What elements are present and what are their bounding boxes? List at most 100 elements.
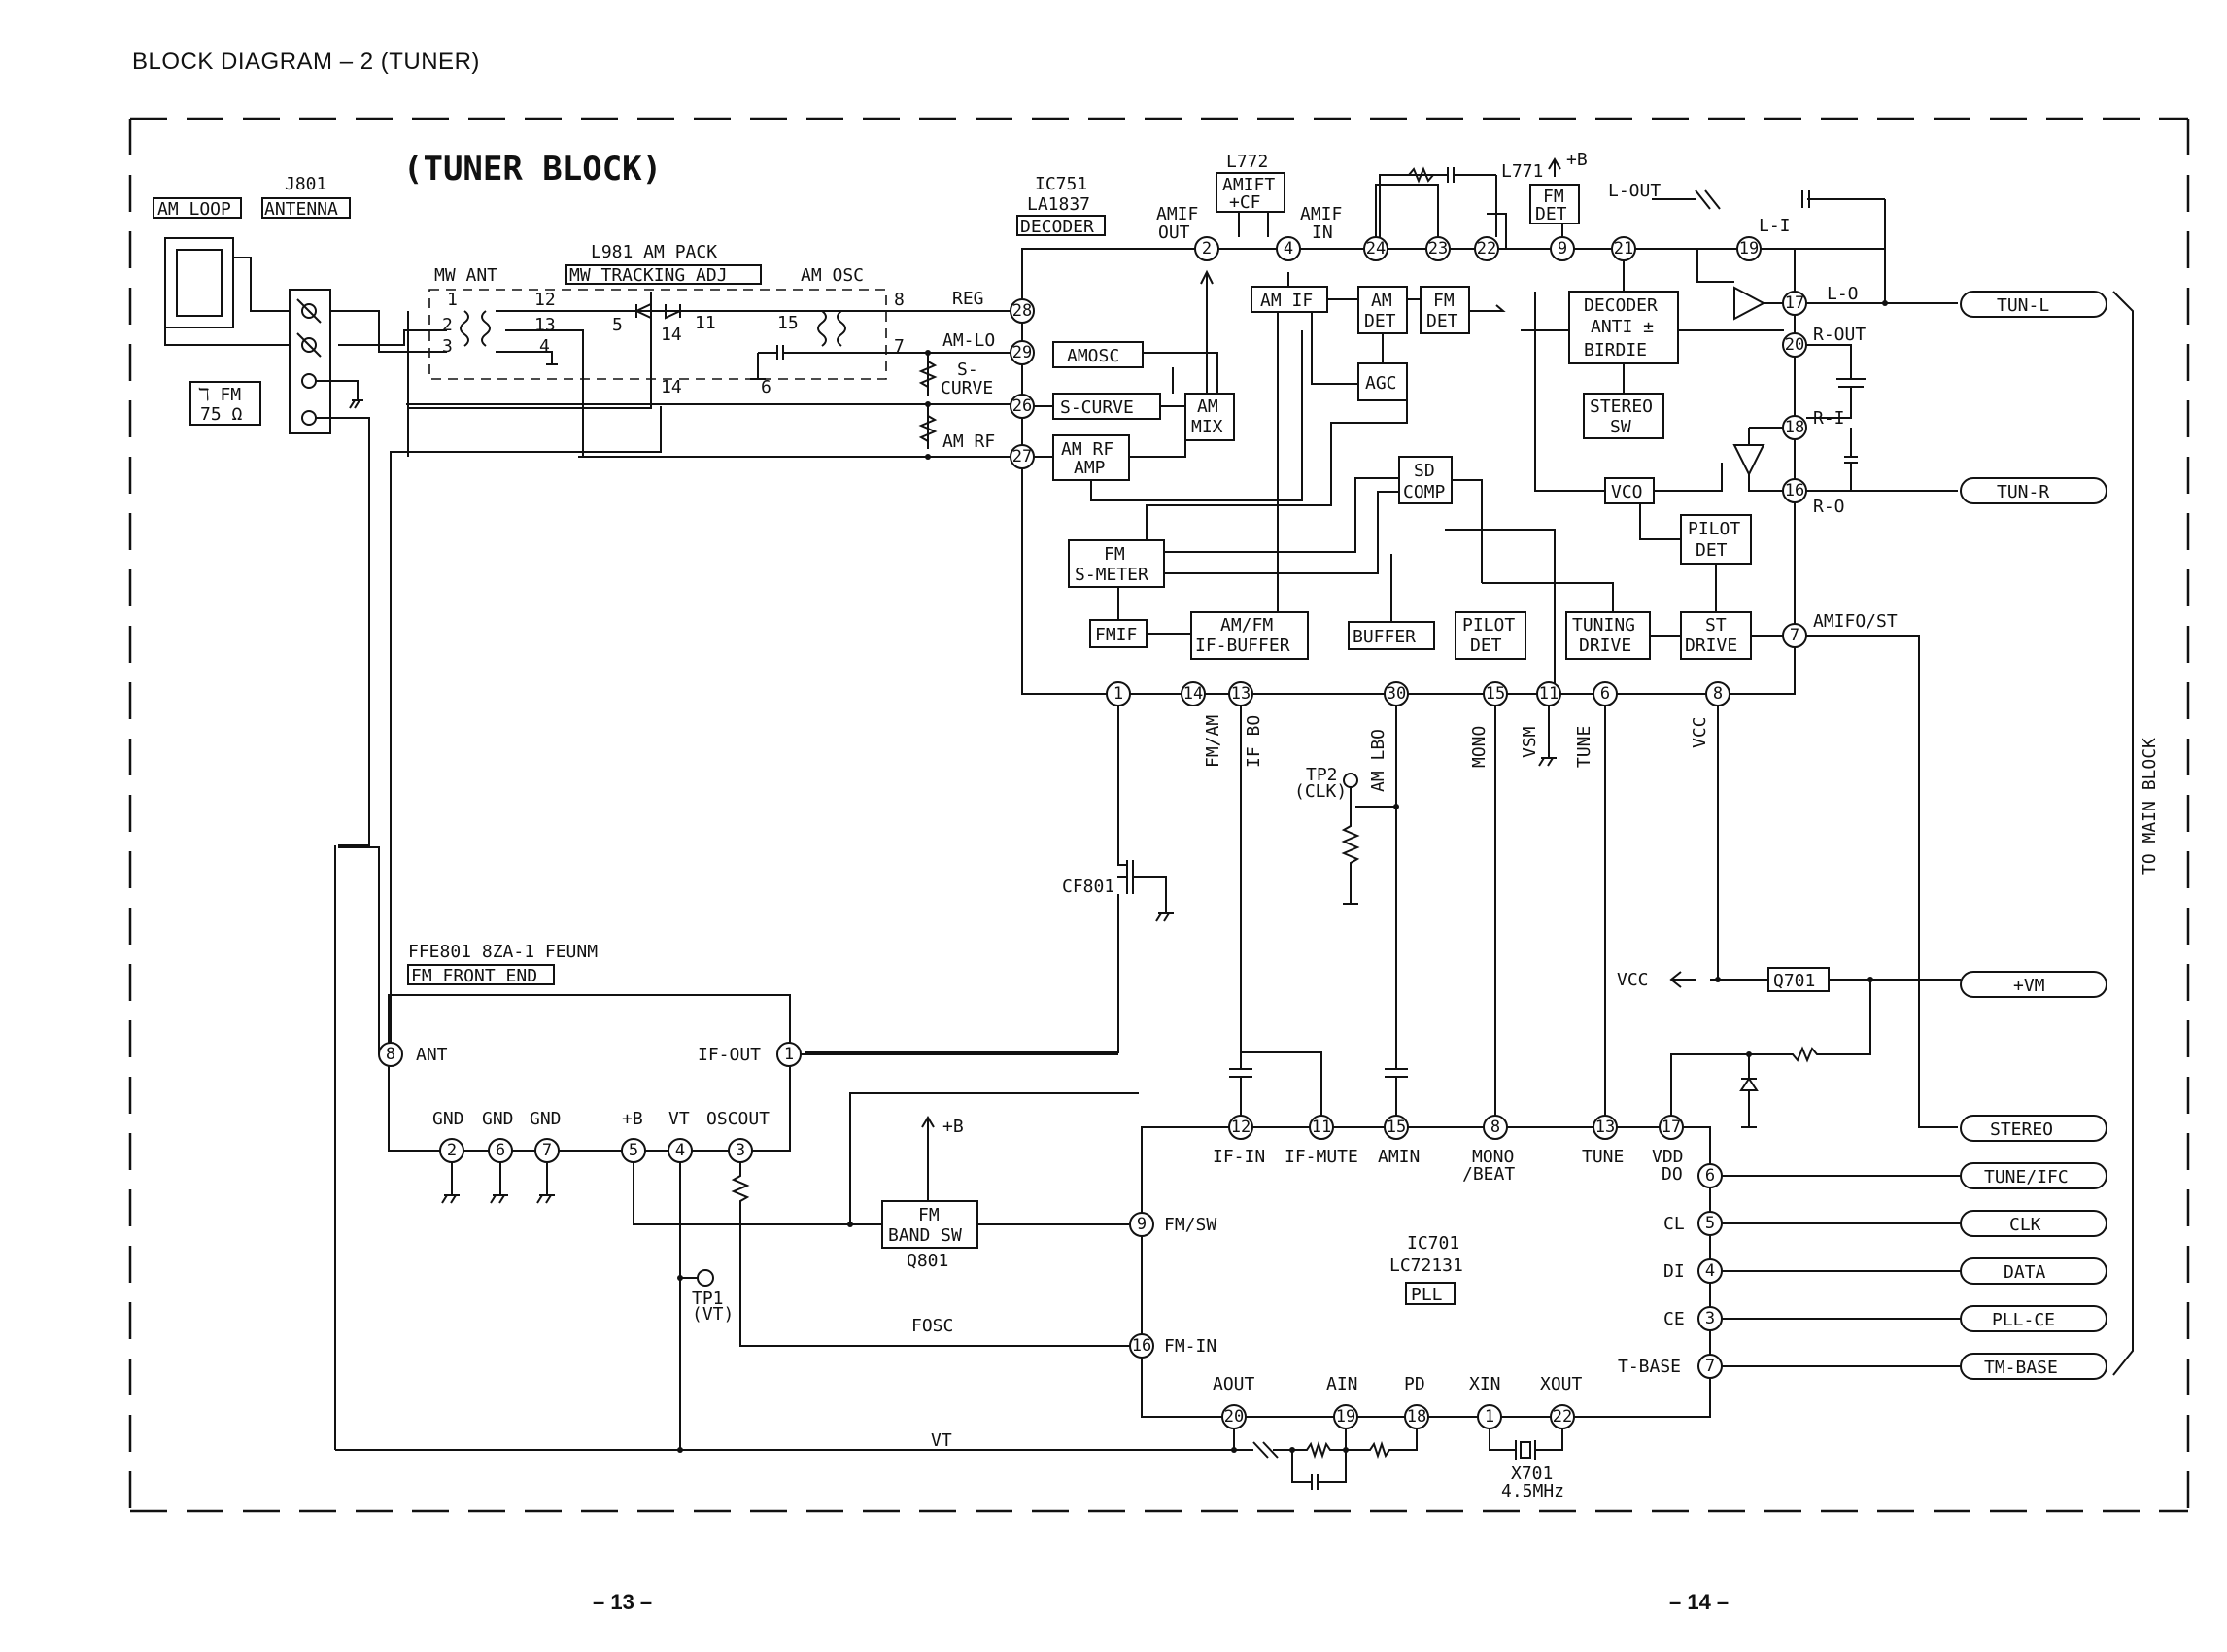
svg-text:9: 9 — [1558, 239, 1567, 258]
svg-text:XIN: XIN — [1469, 1374, 1501, 1394]
am-osc-coil-icon — [817, 310, 827, 347]
am-osc-label: AM OSC — [801, 265, 864, 286]
svg-text:24: 24 — [1366, 239, 1386, 258]
svg-text:GND: GND — [482, 1109, 514, 1129]
svg-text:DO: DO — [1662, 1164, 1683, 1185]
svg-text:T-BASE: T-BASE — [1618, 1357, 1681, 1377]
svg-text:TP2: TP2 — [1306, 765, 1338, 785]
q701-label: Q701 — [1773, 971, 1815, 991]
svg-text:14: 14 — [1183, 684, 1203, 704]
svg-text:AM: AM — [1371, 291, 1392, 311]
svg-text:IN: IN — [1312, 223, 1333, 243]
svg-text:22: 22 — [1553, 1407, 1572, 1427]
svg-text:TUNE: TUNE — [1574, 726, 1594, 768]
svg-text:BIRDIE: BIRDIE — [1584, 340, 1647, 361]
q801-band-sw: +B FM BAND SW Q801 — [847, 1092, 1139, 1271]
svg-text:23: 23 — [1428, 239, 1448, 258]
svg-text:29: 29 — [1012, 343, 1032, 362]
svg-text:AM: AM — [1197, 396, 1218, 417]
svg-text:11: 11 — [1539, 684, 1559, 704]
svg-text:4: 4 — [1284, 239, 1293, 258]
cf801-label: CF801 — [1062, 877, 1114, 897]
svg-text:IF-MUTE: IF-MUTE — [1285, 1147, 1358, 1167]
fmif-block: FMIF — [1095, 625, 1137, 645]
svg-text:MONO: MONO — [1472, 1147, 1514, 1167]
varactor-icon — [1233, 1428, 1292, 1459]
svg-text:8: 8 — [386, 1045, 395, 1064]
svg-text:4.5MHz: 4.5MHz — [1501, 1481, 1564, 1501]
svg-text:FM: FM — [918, 1205, 940, 1225]
page-number-left: – 13 – — [593, 1590, 653, 1614]
svg-text:DI: DI — [1663, 1261, 1685, 1282]
svg-text:14: 14 — [661, 325, 682, 345]
svg-text:L-O: L-O — [1827, 284, 1859, 304]
svg-text:6: 6 — [496, 1141, 505, 1160]
svg-text:CL: CL — [1663, 1214, 1685, 1234]
fm-sym: ℸ FM — [198, 385, 241, 405]
svg-text:5: 5 — [629, 1141, 638, 1160]
out-stereo: STEREO — [1990, 1119, 2053, 1140]
ic751-func: DECODER — [1020, 217, 1094, 237]
svg-text:20: 20 — [1224, 1407, 1244, 1427]
svg-text:GND: GND — [530, 1109, 562, 1129]
svg-text:2: 2 — [447, 1141, 457, 1160]
svg-text:FM: FM — [1543, 187, 1564, 207]
svg-text:S-: S- — [957, 360, 978, 380]
svg-text:AM LBO: AM LBO — [1368, 729, 1388, 792]
out-tun-l: TUN-L — [1997, 295, 2049, 316]
svg-text:VCC: VCC — [1690, 716, 1710, 748]
antenna-section: J801 AM LOOP ANTENNA ℸ FM 75 Ω — [153, 174, 370, 846]
svg-text:L771: L771 — [1501, 161, 1543, 182]
svg-text:AMIF: AMIF — [1156, 204, 1198, 224]
svg-text:COMP: COMP — [1403, 482, 1446, 502]
svg-text:OUT: OUT — [1158, 223, 1190, 243]
svg-text:15: 15 — [777, 313, 799, 333]
svg-text:L-I: L-I — [1759, 216, 1791, 236]
svg-text:TUNING: TUNING — [1572, 615, 1635, 636]
svg-text:X701: X701 — [1511, 1463, 1553, 1484]
l771: L771 +B FM DET — [1379, 150, 1588, 237]
svg-text:DRIVE: DRIVE — [1579, 636, 1631, 656]
svg-text:AMP: AMP — [1074, 458, 1106, 478]
j801-label: J801 — [285, 174, 326, 194]
svg-text:5: 5 — [612, 315, 623, 335]
svg-text:17: 17 — [1662, 1118, 1681, 1137]
svg-text:19: 19 — [1739, 239, 1759, 258]
svg-text:DET: DET — [1696, 540, 1728, 561]
out-tun-r: TUN-R — [1997, 482, 2049, 502]
svg-text:26: 26 — [1012, 396, 1032, 416]
svg-text:REG: REG — [952, 289, 984, 309]
resistor-icon — [1292, 1440, 1355, 1460]
antenna-label: ANTENNA — [264, 199, 338, 220]
svg-text:PILOT: PILOT — [1688, 519, 1740, 539]
svg-text:1: 1 — [1114, 684, 1123, 704]
svg-text:LC72131: LC72131 — [1389, 1256, 1463, 1276]
svg-text:L-OUT: L-OUT — [1608, 181, 1661, 201]
svg-text:IF-BUFFER: IF-BUFFER — [1195, 636, 1290, 656]
mw-ant-label: MW ANT — [434, 265, 497, 286]
svg-text:VSM: VSM — [1520, 726, 1540, 758]
ffe801-fm-front-end: FFE801 8ZA-1 FEUNM FM FRONT END 8 ANT 1 … — [334, 406, 1237, 1453]
svg-text:STEREO: STEREO — [1590, 396, 1653, 417]
svg-text:14: 14 — [661, 377, 682, 397]
svg-text:FM: FM — [1433, 291, 1455, 311]
svg-text:GND: GND — [432, 1109, 464, 1129]
svg-text:BAND SW: BAND SW — [888, 1225, 962, 1246]
svg-text:ANT: ANT — [416, 1045, 448, 1065]
svg-text:IC701: IC701 — [1407, 1233, 1459, 1254]
cf801-icon — [1117, 860, 1167, 913]
svg-text:SD: SD — [1414, 461, 1435, 481]
amosc-block: AMOSC — [1067, 346, 1119, 366]
svg-text:(CLK): (CLK) — [1294, 781, 1347, 802]
svg-text:DET: DET — [1426, 311, 1458, 331]
svg-text:2: 2 — [442, 315, 453, 335]
svg-text:VT: VT — [668, 1109, 690, 1129]
out-pll-ce: PLL-CE — [1992, 1310, 2055, 1330]
s-curve-block: S-CURVE — [1060, 397, 1134, 418]
svg-text:AMIFT: AMIFT — [1222, 175, 1275, 195]
svg-text:5: 5 — [1705, 1214, 1715, 1233]
svg-text:AMIN: AMIN — [1378, 1147, 1420, 1167]
svg-text:6: 6 — [761, 377, 771, 397]
svg-text:8: 8 — [1490, 1118, 1500, 1137]
